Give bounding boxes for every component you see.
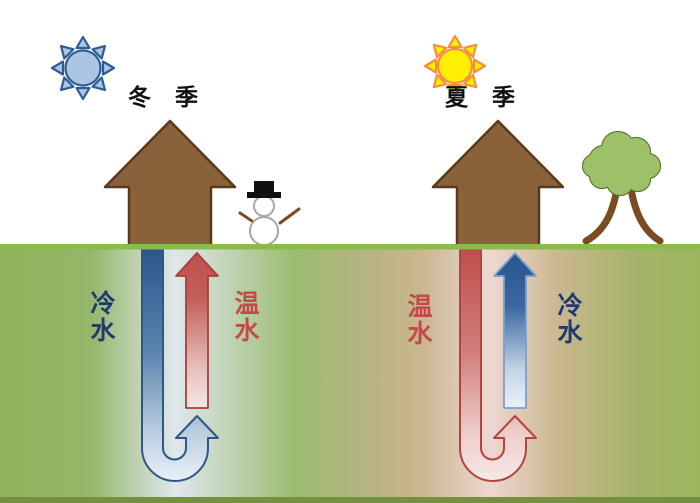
snowman-icon <box>238 181 301 246</box>
snowman-hat-crown <box>254 181 274 194</box>
winter-warm-water-label: 温水 <box>234 290 260 345</box>
sun-icon <box>423 34 487 98</box>
tree-icon <box>581 130 664 245</box>
sky-background <box>0 0 700 245</box>
snowman-right-arm <box>278 207 301 225</box>
summer-warm-water-label: 温水 <box>407 293 433 348</box>
summer-cold-water-label: 冷水 <box>557 292 583 347</box>
summer-cold-water-up-arrow <box>493 252 537 409</box>
summer-season-label: 夏季 <box>445 84 539 110</box>
grass-surface-line <box>0 244 700 250</box>
summer-warm-water-downpipe <box>459 248 537 482</box>
ground-bottom-edge <box>0 497 700 503</box>
snowman-body <box>249 216 279 246</box>
winter-season-label: 冬季 <box>128 84 222 110</box>
winter-warm-water-up-arrow <box>175 252 219 409</box>
snowman-hat-brim <box>247 192 281 198</box>
ground-cross-section <box>0 247 700 503</box>
snowman-head <box>253 195 275 217</box>
tree-canopy-fill <box>583 132 660 195</box>
winter-cold-water-label: 冷水 <box>90 290 116 345</box>
winter-cold-water-downpipe <box>141 248 219 482</box>
cold-sun-icon <box>50 35 116 101</box>
